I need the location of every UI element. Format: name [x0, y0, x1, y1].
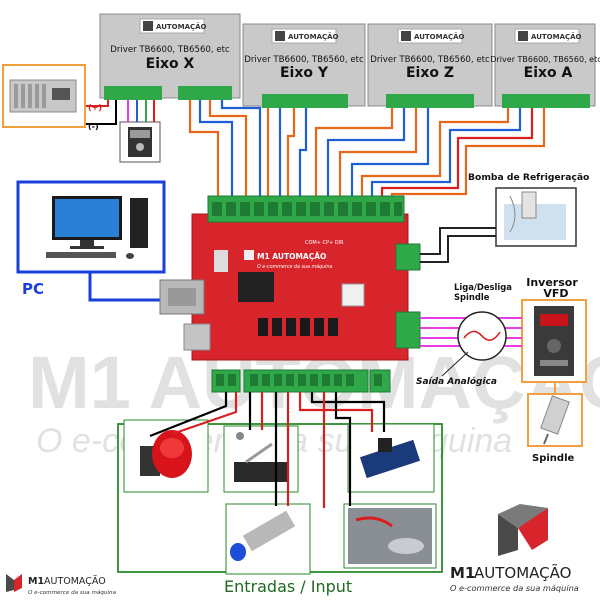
small-tagline: O e-commerce da sua máquina — [28, 589, 117, 596]
spindle-switch-label-2: Spindle — [454, 292, 490, 302]
driver-subtitle: Driver TB6600, TB6560, etc — [370, 55, 490, 65]
driver-logo-text: AUTOMAÇÃO — [288, 32, 339, 41]
psu-plus-label: (+) — [88, 103, 102, 112]
brand-tagline: O e-commerce da sua máquina — [450, 583, 579, 593]
board-tagline: O e-commerce da sua máquina — [257, 263, 333, 270]
inverter-label-2: VFD — [543, 287, 568, 300]
driver-subtitle: Driver TB6600, TB6560, etc — [244, 55, 364, 65]
driver-subtitle: Driver TB6600, TB6560, etc — [490, 55, 600, 64]
spindle-label: Spindle — [532, 453, 574, 464]
usb-port — [159, 279, 205, 315]
board-brand: M1 AUTOMAÇÃO — [257, 252, 326, 261]
m1-logo-icon — [143, 21, 153, 31]
driver-axis-label: Eixo X — [146, 56, 195, 72]
driver-logo-text: AUTOMAÇÃO — [531, 32, 582, 41]
tool-probe — [343, 503, 437, 569]
emergency-stop — [123, 419, 209, 493]
mcu-chip — [238, 272, 274, 302]
pump-label: Bomba de Refrigeração — [468, 172, 589, 183]
spindle-motor — [527, 393, 583, 447]
brand-logo — [498, 504, 548, 556]
board-connector-label: COM+ CP+ DIR — [305, 240, 344, 246]
analog-output-label: Saída Analógica — [416, 376, 497, 387]
input-wires — [149, 392, 386, 508]
breakout-board: COM+ CP+ DIR M1 AUTOMAÇÃO O e-commerce d… — [159, 195, 421, 393]
mouse-icon — [126, 253, 134, 259]
driver-axis-label: Eixo Y — [280, 65, 329, 81]
driver-z: AUTOMAÇÃO Driver TB6600, TB6560, etc Eix… — [367, 23, 493, 108]
driver-x: AUTOMAÇÃO Driver TB6600, TB6560, etc Eix… — [99, 13, 241, 100]
small-logo-light: AUTOMAÇÃO — [44, 576, 106, 587]
driver-subtitle: Driver TB6600, TB6560, etc — [110, 45, 230, 55]
driver-axis-label: Eixo Z — [406, 65, 454, 81]
inverter-label-1: Inversor — [526, 276, 578, 289]
stepper-motor — [119, 121, 161, 163]
vfd-inverter — [521, 299, 587, 383]
brand-logo-bold: M1 — [450, 564, 475, 582]
axis-wires — [188, 100, 546, 200]
optical-endstop — [347, 423, 435, 493]
driver-logo-text: AUTOMAÇÃO — [414, 32, 465, 41]
usb-cable — [88, 272, 160, 302]
m1-logo-icon — [518, 31, 528, 41]
board-logo-icon — [244, 250, 254, 260]
small-logo-bold: M1 — [28, 576, 44, 587]
brand-logo-light: AUTOMAÇÃO — [474, 563, 571, 582]
keyboard-icon — [46, 252, 116, 258]
limit-switch — [223, 425, 299, 493]
inductive-sensor — [225, 503, 311, 575]
driver-logo-text: AUTOMAÇÃO — [156, 22, 207, 31]
driver-a: AUTOMAÇÃO Driver TB6600, TB6560, etc Eix… — [490, 23, 600, 108]
driver-axis-label: Eixo A — [524, 65, 573, 81]
spindle-switch-label-1: Liga/Desliga — [454, 282, 512, 292]
pc-box — [16, 180, 166, 274]
psu-minus-label: (-) — [88, 122, 99, 131]
m1-logo-icon — [401, 31, 411, 41]
m1-logo-icon — [275, 31, 285, 41]
inputs-label: Entradas / Input — [224, 577, 352, 596]
brand-logo-small — [6, 574, 22, 592]
pc-label: PC — [22, 280, 44, 298]
driver-y: AUTOMAÇÃO Driver TB6600, TB6560, etc Eix… — [242, 23, 366, 108]
coolant-pump — [495, 187, 577, 247]
power-supply — [2, 64, 86, 128]
